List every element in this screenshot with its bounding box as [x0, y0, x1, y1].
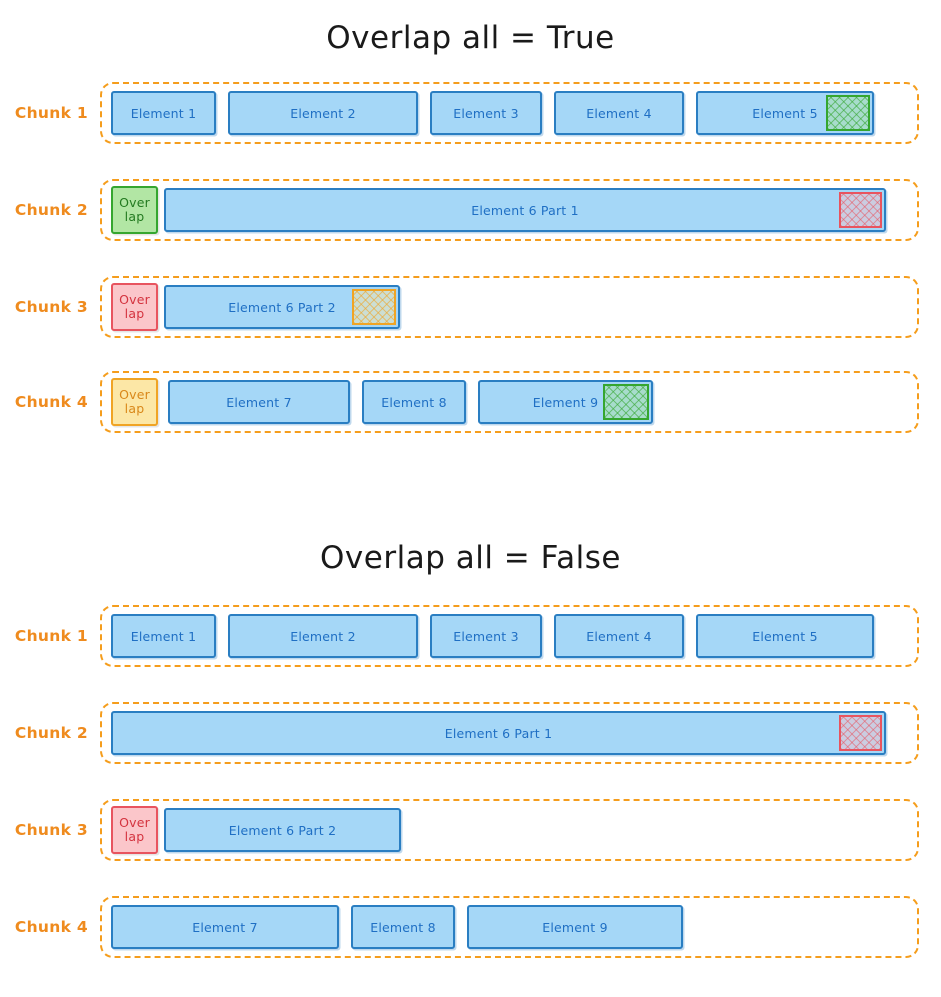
element-box[interactable]: Element 1 [111, 614, 216, 658]
chunk-track: Element 7 Element 8 Element 9 [111, 898, 908, 956]
element-box[interactable]: Element 6 Part 1 [111, 711, 886, 755]
element-label: Element 6 Part 1 [444, 725, 553, 741]
element-label: Element 1 [130, 628, 197, 644]
chunk-label-3: Chunk 3 [14, 298, 88, 316]
overlap-chip-line2: lap [124, 209, 145, 224]
element-label: Element 8 [381, 394, 447, 410]
chunk-label-1: Chunk 1 [14, 104, 88, 122]
chunk-container: Element 1 Element 2 Element 3 Element 4 Elem… [100, 605, 919, 667]
section-title: Overlap all = False [320, 540, 621, 576]
chunk-label-2: Chunk 2 [14, 724, 88, 742]
element-label: Element 5 [752, 105, 818, 121]
overlap-chip-line2: lap [124, 401, 145, 416]
chunk-label-4: Chunk 4 [14, 918, 88, 936]
element-box[interactable]: Element 4 [554, 91, 684, 135]
element-label: Element 7 [226, 394, 292, 410]
overlap-chip-line1: Over [119, 195, 150, 210]
overlap-chip-line1: Over [119, 815, 150, 830]
element-box[interactable]: Element 3 [430, 91, 542, 135]
element-box[interactable]: Element 3 [430, 614, 542, 658]
element-box[interactable]: Element 7 [168, 380, 350, 424]
element-label: Element 6 Part 1 [471, 202, 579, 218]
chunk-label-4: Chunk 4 [14, 393, 88, 411]
element-label: Element 1 [130, 105, 197, 121]
element-box[interactable]: Element 7 [111, 905, 339, 949]
element-label: Element 6 Part 2 [228, 299, 336, 315]
chunk-row: Chunk 4 Element 7 Element 8 Element 9 [0, 896, 941, 958]
element-box[interactable]: Element 5 [696, 614, 874, 658]
overlap-hatch-region [839, 715, 882, 751]
element-label: Element 3 [453, 628, 519, 644]
chunk-label-3: Chunk 3 [14, 821, 88, 839]
element-box[interactable]: Element 4 [554, 614, 684, 658]
element-box[interactable]: Element 6 Part 2 [164, 285, 400, 329]
chunk-container: Element 6 Part 1 [100, 702, 919, 764]
element-label: Element 9 [532, 394, 599, 410]
overlap-hatch-region [603, 384, 649, 420]
element-label: Element 4 [586, 628, 652, 644]
element-box[interactable]: Element 1 [111, 91, 216, 135]
element-label: Element 4 [586, 105, 652, 121]
section-title: Overlap all = True [326, 20, 615, 56]
overlap-hatch-region [352, 289, 396, 325]
overlap-hatch-region [826, 95, 870, 131]
element-box[interactable]: Element 6 Part 2 [164, 808, 401, 852]
chunk-container: Element 1 Element 2 Element 3 Element 4 Elem… [100, 82, 919, 144]
element-label: Element 6 Part 2 [228, 822, 337, 838]
element-box[interactable]: Element 8 [351, 905, 455, 949]
element-box[interactable]: Element 9 [467, 905, 683, 949]
element-box[interactable]: Element 9 [478, 380, 653, 424]
chunk-container: Element 7 Element 8 Element 9 [100, 896, 919, 958]
element-label: Element 9 [542, 919, 608, 935]
chunk-track: Element 1 Element 2 Element 3 Element 4 Elem… [111, 607, 908, 665]
element-box[interactable]: Element 5 [696, 91, 874, 135]
element-label: Element 7 [192, 919, 258, 935]
overlap-chip-line2: lap [124, 829, 145, 844]
overlap-chip-line1: Over [119, 292, 150, 307]
overlap-hatch-region [839, 192, 882, 228]
element-label: Element 8 [370, 919, 436, 935]
element-label: Element 5 [752, 628, 818, 644]
element-label: Element 3 [453, 105, 519, 121]
chunk-row: Chunk 2 Element 6 Part 1 [0, 702, 941, 764]
element-label: Element 2 [290, 628, 356, 644]
element-box[interactable]: Element 2 [228, 91, 418, 135]
element-box[interactable]: Element 8 [362, 380, 466, 424]
element-box[interactable]: Element 2 [228, 614, 418, 658]
chunk-label-1: Chunk 1 [14, 627, 88, 645]
chunk-track: Element 6 Part 1 [111, 704, 908, 762]
element-label: Element 2 [290, 105, 356, 121]
overlap-chip-line2: lap [124, 306, 145, 321]
chunk-label-2: Chunk 2 [14, 201, 88, 219]
chunk-track: Element 1 Element 2 Element 3 Element 4 Elem… [111, 84, 908, 142]
overlap-chip-line1: Over [119, 387, 150, 402]
element-box[interactable]: Element 6 Part 1 [164, 188, 886, 232]
